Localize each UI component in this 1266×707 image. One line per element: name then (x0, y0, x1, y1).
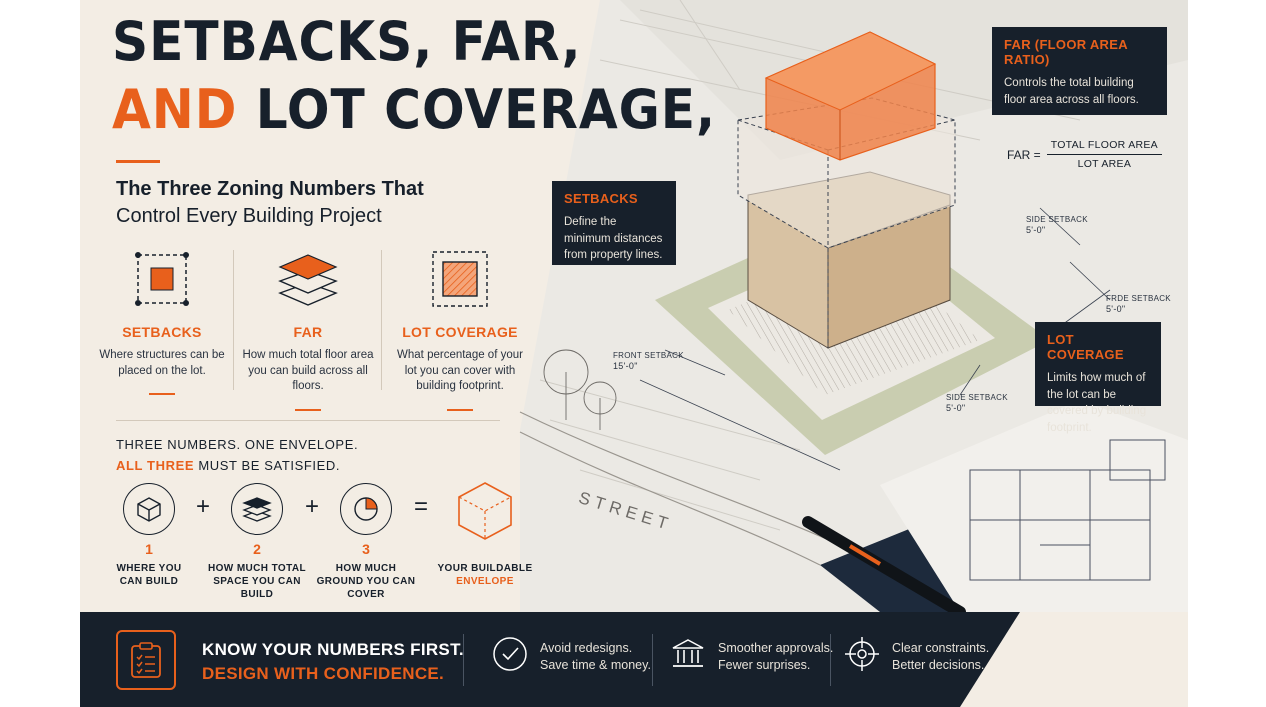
callout-lot-coverage: LOT COVERAGE Limits how much of the lot … (1035, 322, 1161, 434)
concept-heading: LOT COVERAGE (402, 324, 518, 340)
concept-lot-coverage: LOT COVERAGE What percentage of your lot… (390, 246, 530, 411)
dimension-name: SIDE SETBACK (946, 393, 1008, 402)
dimension-frde-setback: FRDE SETBACK 5'-0" (1106, 293, 1171, 315)
envelope-line-2: ALL THREE MUST BE SATISFIED. (116, 455, 358, 476)
footer-headline: KNOW YOUR NUMBERS FIRST. DESIGN WITH CON… (202, 638, 464, 686)
concept-dash (447, 408, 473, 411)
footer-divider (463, 634, 464, 686)
envelope-statement: THREE NUMBERS. ONE ENVELOPE. ALL THREE M… (116, 434, 358, 476)
callout-far: FAR (FLOOR AREA RATIO) Controls the tota… (992, 27, 1167, 115)
footer-headline-accent: DESIGN WITH CONFIDENCE. (202, 664, 445, 683)
callout-description: Controls the total building floor area a… (1004, 77, 1139, 106)
title-line-1: SETBACKS, FAR, (112, 10, 582, 73)
footer-background (80, 612, 1020, 707)
equation-label: WHERE YOU CAN BUILD (116, 563, 182, 587)
formula-fraction: TOTAL FLOOR AREA LOT AREA (1046, 139, 1162, 170)
callout-heading: SETBACKS (564, 191, 638, 206)
equation-result-label: YOUR BUILDABLE ENVELOPE (435, 562, 535, 588)
concept-heading: FAR (293, 324, 323, 340)
benefit-smoother-approvals: Smoother approvals. Fewer surprises. (670, 636, 833, 677)
concept-dash (295, 408, 321, 411)
checkmark-circle-icon (492, 636, 528, 677)
envelope-line-1: THREE NUMBERS. ONE ENVELOPE. (116, 437, 359, 452)
callout-setbacks: SETBACKS Define the minimum distances fr… (552, 181, 676, 265)
footer-banner: KNOW YOUR NUMBERS FIRST. DESIGN WITH CON… (80, 612, 1188, 707)
envelope-rest: MUST BE SATISFIED. (194, 458, 341, 473)
blueprint-illustration (519, 0, 1188, 618)
envelope-cube-icon (454, 480, 516, 547)
benefit-line: Save time & money. (540, 657, 651, 672)
concept-far: FAR How much total floor area you can bu… (238, 246, 378, 411)
cube-icon (123, 483, 175, 535)
setback-square-icon (92, 246, 232, 312)
equation-number: 3 (362, 541, 370, 557)
concept-description: What percentage of your lot you can cove… (397, 349, 523, 392)
dimension-value: 5'-0" (946, 403, 966, 413)
benefit-line: Better decisions. (892, 657, 985, 672)
hatched-footprint-icon (390, 246, 530, 312)
subtitle-line-1: The Three Zoning Numbers That (116, 178, 424, 200)
footer-divider (830, 634, 831, 686)
dimension-value: 15'-0" (613, 361, 638, 371)
title-rest: LOT COVERAGE, (237, 78, 717, 141)
dimension-side-setback-top: SIDE SETBACK 5'-0" (1026, 214, 1088, 236)
equation-label: HOW MUCH GROUND YOU CAN COVER (316, 563, 416, 600)
title-divider (116, 160, 160, 163)
benefit-avoid-redesigns: Avoid redesigns. Save time & money. (492, 636, 651, 677)
benefit-clear-constraints: Clear constraints. Better decisions. (844, 636, 989, 677)
benefit-line: Clear constraints. (892, 640, 990, 655)
formula-numerator: TOTAL FLOOR AREA (1046, 139, 1162, 155)
concept-heading: SETBACKS (122, 324, 202, 340)
dimension-side-setback-bottom: SIDE SETBACK 5'-0" (946, 392, 1008, 414)
page-title: SETBACKS, FAR, AND LOT COVERAGE, (112, 8, 716, 144)
footer-headline-line-1: KNOW YOUR NUMBERS FIRST. (202, 640, 464, 659)
dimension-name: SIDE SETBACK (1026, 215, 1088, 224)
envelope-accent: ALL THREE (116, 458, 195, 473)
equation-number: 1 (145, 541, 153, 557)
equation-label: HOW MUCH TOTAL SPACE YOU CAN BUILD (208, 563, 306, 600)
equation-number: 2 (253, 541, 261, 557)
plus-sign: + (305, 493, 320, 520)
section-divider (116, 420, 500, 421)
benefit-line: Smoother approvals. (718, 640, 834, 655)
stacked-layers-icon (238, 246, 378, 312)
subtitle-line-2: Control Every Building Project (116, 205, 382, 227)
concept-dash (149, 393, 175, 395)
column-divider (233, 250, 234, 390)
dimension-value: 5'-0" (1106, 304, 1126, 314)
footer-divider (652, 634, 653, 686)
pen-icon (802, 516, 966, 618)
title-line-2: AND LOT COVERAGE, (112, 76, 716, 144)
concept-description: Where structures can be placed on the lo… (99, 349, 225, 377)
dimension-front-setback: FRONT SETBACK 15'-0" (613, 350, 684, 372)
formula-denominator: LOT AREA (1077, 158, 1132, 170)
dimension-name: FRDE SETBACK (1106, 294, 1171, 303)
callout-description: Limits how much of the lot can be covere… (1047, 372, 1147, 434)
concept-setbacks: SETBACKS Where structures can be placed … (92, 246, 232, 395)
callout-description: Define the minimum distances from proper… (564, 216, 663, 261)
dimension-value: 5'-0" (1026, 225, 1046, 235)
column-divider (381, 250, 382, 390)
result-label: YOUR BUILDABLE (437, 563, 533, 574)
callout-heading: FAR (FLOOR AREA RATIO) (1004, 37, 1128, 67)
formula-label: FAR = (1007, 147, 1041, 162)
crosshair-target-icon (844, 636, 880, 677)
layers-icon (231, 483, 283, 535)
title-accent: AND (112, 78, 238, 141)
government-building-icon (670, 636, 706, 677)
equals-sign: = (414, 493, 429, 520)
benefit-line: Avoid redesigns. (540, 640, 633, 655)
clipboard-checklist-icon (116, 630, 176, 690)
infographic-card: SETBACKS, FAR, AND LOT COVERAGE, The Thr… (80, 0, 1188, 707)
concept-description: How much total floor area you can build … (242, 349, 374, 392)
far-formula: FAR = TOTAL FLOOR AREA LOT AREA (1007, 139, 1162, 170)
subtitle: The Three Zoning Numbers That Control Ev… (116, 176, 424, 230)
benefit-line: Fewer surprises. (718, 657, 811, 672)
result-label-accent: ENVELOPE (456, 576, 514, 587)
pie-coverage-icon (340, 483, 392, 535)
plus-sign: + (196, 493, 211, 520)
dimension-name: FRONT SETBACK (613, 351, 684, 360)
callout-heading: LOT COVERAGE (1047, 332, 1124, 362)
